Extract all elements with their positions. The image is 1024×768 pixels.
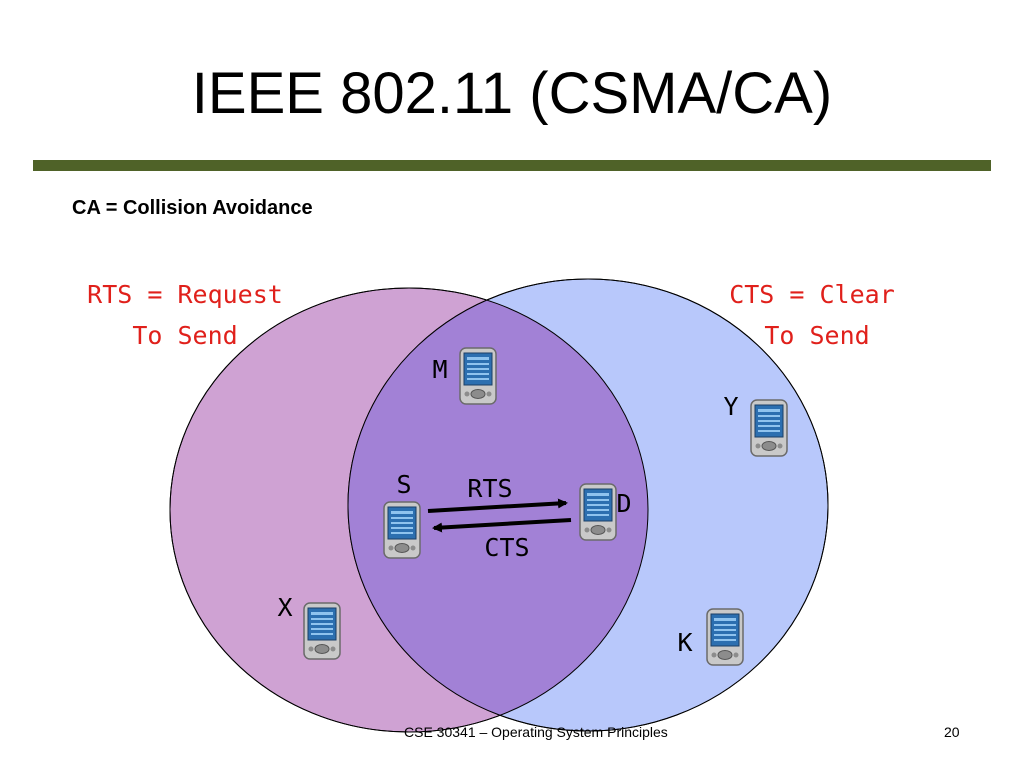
- rts-arrow-label: RTS: [467, 474, 512, 503]
- device-s-pda-icon: [383, 501, 421, 559]
- device-m-pda-icon: [459, 347, 497, 405]
- cts-definition-line2: To Send: [764, 321, 869, 350]
- node-label-y: Y: [723, 392, 738, 421]
- node-label-s: S: [396, 470, 411, 499]
- cts-arrow: [432, 518, 572, 533]
- rts-definition-line1: RTS = Request: [87, 280, 283, 309]
- cts-definition-line1: CTS = Clear: [729, 280, 895, 309]
- rts-arrow: [427, 498, 568, 513]
- page-number: 20: [944, 724, 960, 740]
- slide-subtitle: CA = Collision Avoidance: [72, 197, 313, 219]
- rts-definition-line2: To Send: [132, 321, 237, 350]
- device-d-pda-icon: [579, 483, 617, 541]
- node-label-d: D: [616, 489, 631, 518]
- device-x-pda-icon: [303, 602, 341, 660]
- node-label-k: K: [677, 628, 692, 657]
- left-range-outline: [169, 287, 649, 733]
- title-divider: [33, 160, 991, 171]
- node-label-x: X: [277, 593, 292, 622]
- cts-arrow-label: CTS: [484, 533, 529, 562]
- device-y-pda-icon: [750, 399, 788, 457]
- slide-footer: CSE 30341 – Operating System Principles: [404, 724, 668, 740]
- slide-title: IEEE 802.11 (CSMA/CA): [191, 61, 833, 126]
- device-k-pda-icon: [706, 608, 744, 666]
- node-label-m: M: [432, 355, 447, 384]
- right-range-outline: [347, 278, 829, 732]
